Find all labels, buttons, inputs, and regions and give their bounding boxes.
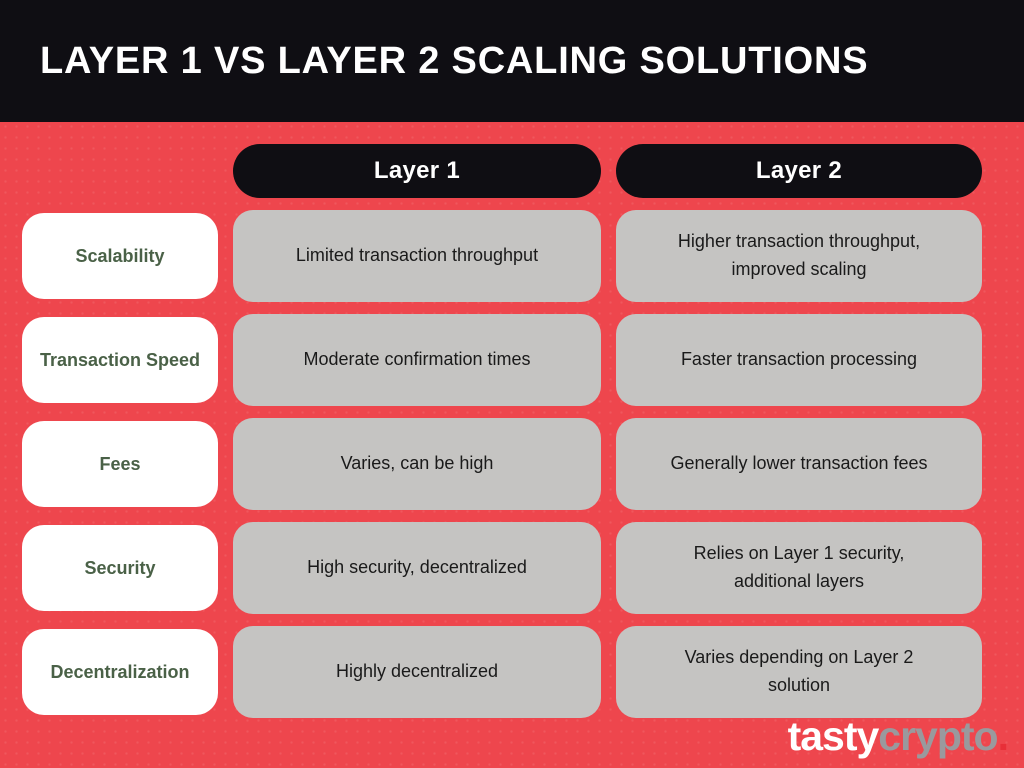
- cell-fees-layer2: Generally lower transaction fees: [616, 418, 982, 510]
- row-label-transaction-speed: Transaction Speed: [22, 317, 218, 403]
- column-header-layer2: Layer 2: [616, 144, 982, 198]
- cell-transaction-speed-layer1: Moderate confirmation times: [233, 314, 601, 406]
- cell-security-layer2: Relies on Layer 1 security, additional l…: [616, 522, 982, 614]
- page-title: LAYER 1 VS LAYER 2 SCALING SOLUTIONS: [40, 39, 869, 82]
- cell-scalability-layer2: Higher transaction throughput, improved …: [616, 210, 982, 302]
- row-label-fees: Fees: [22, 421, 218, 507]
- logo-dot: .: [997, 713, 1009, 759]
- cell-fees-layer1: Varies, can be high: [233, 418, 601, 510]
- comparison-table: Layer 1 Layer 2 Scalability Limited tran…: [22, 144, 982, 718]
- cell-decentralization-layer1: Highly decentralized: [233, 626, 601, 718]
- header-bar: LAYER 1 VS LAYER 2 SCALING SOLUTIONS: [0, 0, 1024, 122]
- cell-decentralization-layer2: Varies depending on Layer 2 solution: [616, 626, 982, 718]
- cell-security-layer1: High security, decentralized: [233, 522, 601, 614]
- column-header-layer1: Layer 1: [233, 144, 601, 198]
- cell-scalability-layer1: Limited transaction throughput: [233, 210, 601, 302]
- cell-transaction-speed-layer2: Faster transaction processing: [616, 314, 982, 406]
- logo-text-tasty: tasty: [787, 713, 880, 759]
- corner-spacer: [22, 144, 218, 198]
- row-label-security: Security: [22, 525, 218, 611]
- tastycrypto-logo: tastycrypto.: [787, 713, 1009, 760]
- row-label-scalability: Scalability: [22, 213, 218, 299]
- logo-text-crypto: crypto: [878, 713, 998, 759]
- row-label-decentralization: Decentralization: [22, 629, 218, 715]
